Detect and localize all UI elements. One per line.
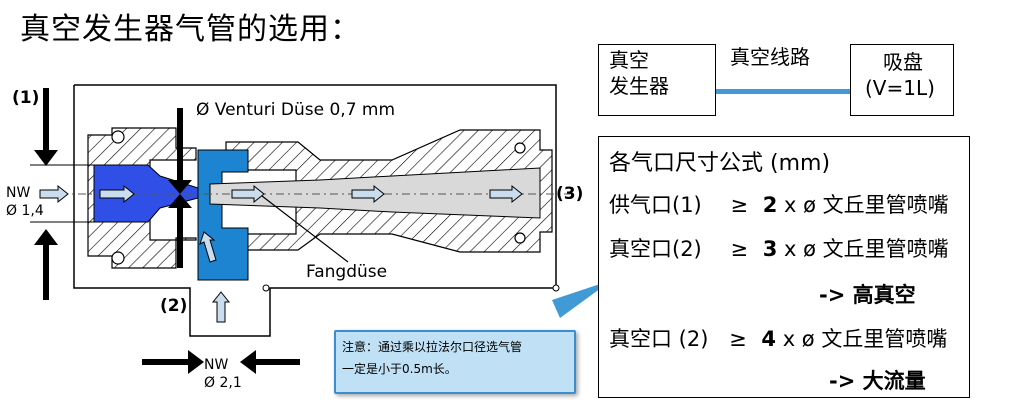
port-3-label: (3) — [556, 184, 584, 204]
nw-inlet-line1: NW — [6, 185, 31, 201]
suction-cup-box: 吸盘 (V=1L) — [850, 44, 954, 116]
fangduese-label: Fangdüse — [306, 262, 388, 282]
callout-pointer — [552, 284, 600, 318]
nw-inlet-label: NW Ø 1,4 — [6, 184, 44, 220]
page-title: 真空发生器气管的选用： — [20, 12, 361, 47]
vacuum-generator-label-2: 发生器 — [609, 74, 669, 98]
formula-heading: 各气口尺寸公式 (mm) — [609, 151, 831, 176]
flow-arrow-port2 — [211, 291, 231, 323]
result-high-flow: -> 大流量 — [829, 369, 926, 393]
vacuum-line-label: 真空线路 — [730, 45, 810, 69]
formula-row-vacuum-high: 真空口(2) ≥ 3 x ø 文丘里管喷嘴 — [609, 233, 949, 263]
nw-vacuum-label: NW Ø 2,1 — [204, 356, 242, 392]
vacuum-generator-label-1: 真空 — [609, 48, 649, 72]
arrow-left-bottom — [240, 350, 256, 374]
nw-vacuum-line2: Ø 2,1 — [204, 375, 242, 391]
formula-panel: 各气口尺寸公式 (mm) 供气口(1) ≥ 2 x ø 文丘里管喷嘴 真空口(2… — [598, 136, 970, 398]
port-2-label: (2) — [160, 296, 188, 316]
vacuum-line — [716, 89, 850, 94]
vacuum-chamber — [197, 149, 249, 281]
formula-row-supply: 供气口(1) ≥ 2 x ø 文丘里管喷嘴 — [609, 189, 949, 219]
formula-factor: 3 — [762, 237, 778, 261]
formula-rest: x ø 文丘里管喷嘴 — [776, 327, 948, 351]
arrow-up-venturi — [168, 194, 192, 208]
nw-inlet-line2: Ø 1,4 — [6, 203, 44, 219]
vacuum-generator-box: 真空 发生器 — [598, 44, 716, 116]
note-line-1: 注意：通过乘以拉法尔口径选气管 — [342, 340, 523, 354]
formula-port: 真空口 (2) — [609, 327, 709, 351]
arrow-down-left — [34, 150, 58, 166]
formula-rel: ≥ — [730, 237, 749, 261]
arrow-down-venturi — [168, 180, 192, 194]
formula-rel: ≥ — [729, 327, 747, 351]
formula-rel: ≥ — [730, 193, 749, 217]
formula-port: 供气口(1) — [609, 193, 702, 217]
flow-arrow-1 — [231, 184, 265, 204]
nw-vacuum-line1: NW — [204, 357, 229, 373]
note-callout: 注意：通过乘以拉法尔口径选气管 一定是小于0.5m长。 — [334, 330, 576, 394]
housing-outline — [73, 84, 557, 337]
suction-cup-label: 吸盘 — [883, 50, 923, 74]
port-1-label: (1) — [12, 88, 40, 108]
formula-row-vacuum-flow: 真空口 (2) ≥ 4 x ø 文丘里管喷嘴 — [609, 323, 947, 353]
formula-factor: 2 — [762, 193, 778, 217]
formula-factor: 4 — [761, 327, 777, 351]
venturi-nozzle-label: Ø Venturi Düse 0,7 mm — [196, 100, 396, 120]
result-high-vacuum: -> 高真空 — [819, 283, 916, 307]
formula-rest: x ø 文丘里管喷嘴 — [777, 193, 949, 217]
flow-arrow-3 — [489, 184, 523, 204]
flow-arrow-2 — [351, 184, 385, 204]
note-line-2: 一定是小于0.5m长。 — [342, 362, 457, 376]
suction-cup-volume: (V=1L) — [865, 76, 935, 100]
ejector-drawing — [30, 84, 600, 374]
arrow-right-bottom — [188, 350, 204, 374]
formula-port: 真空口(2) — [609, 237, 702, 261]
arrow-up-left — [34, 229, 58, 245]
flow-arrow-pressure — [99, 184, 135, 204]
formula-rest: x ø 文丘里管喷嘴 — [777, 237, 949, 261]
flow-arrow-vacuum — [199, 231, 217, 263]
flow-arrow-inlet — [39, 184, 69, 204]
